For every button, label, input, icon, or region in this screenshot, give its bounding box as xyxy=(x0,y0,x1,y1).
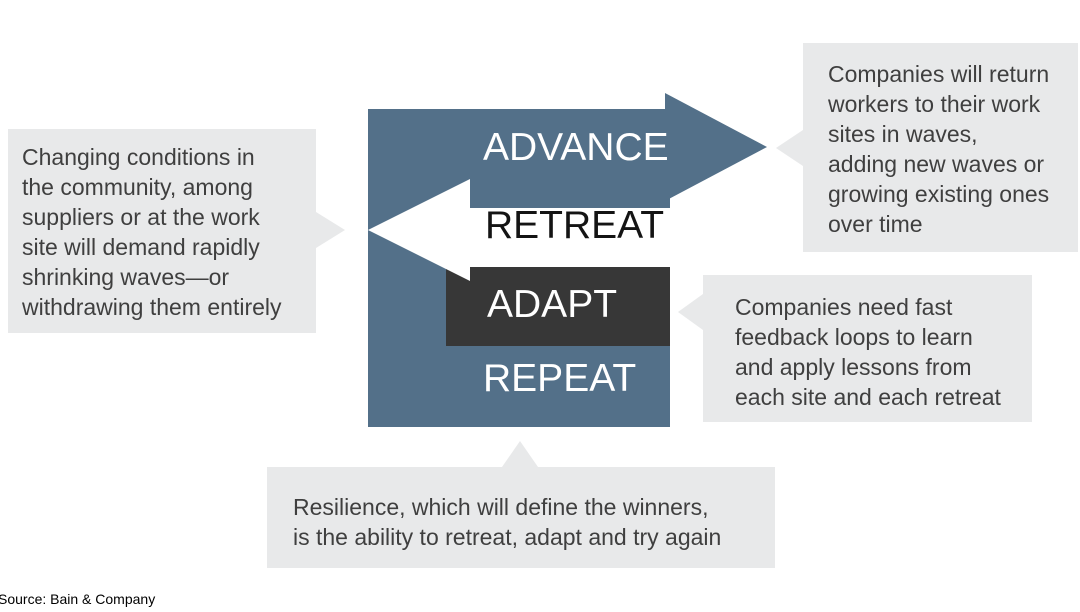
adapt-box xyxy=(446,267,670,346)
callout-left-line: withdrawing them entirely xyxy=(22,294,282,320)
callout-mid-right-line: and apply lessons from xyxy=(735,354,972,380)
callout-mid-right-line: feedback loops to learn xyxy=(735,324,973,350)
callout-top-right-line: workers to their work xyxy=(828,91,1041,117)
source-note: Source: Bain & Company xyxy=(0,591,156,607)
callout-top-right-pointer-icon xyxy=(776,130,803,166)
callout-top-right-line: growing existing ones xyxy=(828,181,1050,207)
repeat-label: REPEAT xyxy=(483,357,637,400)
callout-top-right: Companies will return workers to their w… xyxy=(803,43,1078,252)
callout-bottom-pointer-icon xyxy=(502,441,538,467)
callout-top-right-line: sites in waves, xyxy=(828,121,978,147)
callout-mid-right: Companies need fast feedback loops to le… xyxy=(703,275,1032,422)
callout-left-line: site will demand rapidly xyxy=(22,234,260,260)
callout-left-line: shrinking waves—or xyxy=(22,264,230,290)
retreat-label: RETREAT xyxy=(485,204,665,247)
callout-bottom-line: Resilience, which will define the winner… xyxy=(293,494,709,520)
callout-top-right-line: Companies will return xyxy=(828,61,1050,87)
callout-left: Changing conditions in the community, am… xyxy=(8,129,316,333)
callout-bottom: Resilience, which will define the winner… xyxy=(267,467,775,568)
callout-left-line: suppliers or at the work xyxy=(22,204,260,230)
callout-left-line: Changing conditions in xyxy=(22,144,255,170)
callout-left-line: the community, among xyxy=(22,174,253,200)
callout-mid-right-line: each site and each retreat xyxy=(735,384,1001,410)
callout-top-right-line: over time xyxy=(828,211,923,237)
callout-bottom-line: is the ability to retreat, adapt and try… xyxy=(293,524,722,550)
callout-mid-right-pointer-icon xyxy=(678,294,703,330)
advance-arrow-head-icon xyxy=(665,93,767,201)
callout-top-right-line: adding new waves or xyxy=(828,151,1045,177)
advance-label: ADVANCE xyxy=(483,126,669,169)
callout-mid-right-line: Companies need fast xyxy=(735,294,953,320)
callout-left-pointer-icon xyxy=(316,212,345,248)
adapt-label: ADAPT xyxy=(487,283,618,326)
